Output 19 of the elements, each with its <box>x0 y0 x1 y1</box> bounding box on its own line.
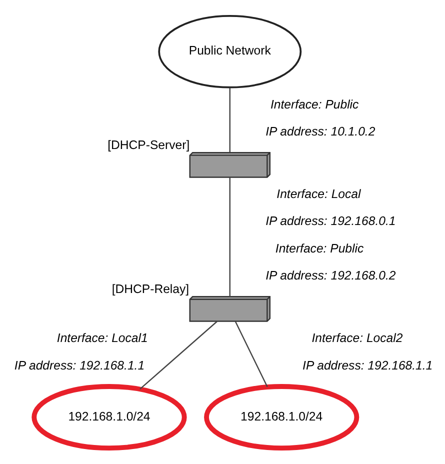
connector <box>234 321 268 388</box>
label: IP address: 192.168.1.1 <box>302 358 433 372</box>
node-label: [DHCP-Relay] <box>112 282 190 296</box>
node-ellipse: 192.168.1.0/24 <box>32 384 187 451</box>
label: Interface: Public <box>270 97 359 112</box>
label: Interface: Local1 <box>56 331 148 346</box>
connector <box>229 177 230 297</box>
connector <box>140 321 218 390</box>
connector <box>229 88 230 152</box>
label: IP address: 192.168.0.2 <box>266 268 396 282</box>
label: IP address: 192.168.1.1 <box>14 358 145 372</box>
label: Interface: Public <box>275 241 364 256</box>
label: Interface: Local <box>276 187 361 202</box>
node-label: [DHCP-Server] <box>108 138 190 152</box>
node-ellipse: 192.168.1.0/24 <box>204 384 360 451</box>
label: IP address: 10.1.0.2 <box>266 124 376 138</box>
node-ellipse: Public Network <box>158 15 302 88</box>
label: IP address: 192.168.0.1 <box>266 214 396 228</box>
label: Interface: Local2 <box>312 331 403 346</box>
